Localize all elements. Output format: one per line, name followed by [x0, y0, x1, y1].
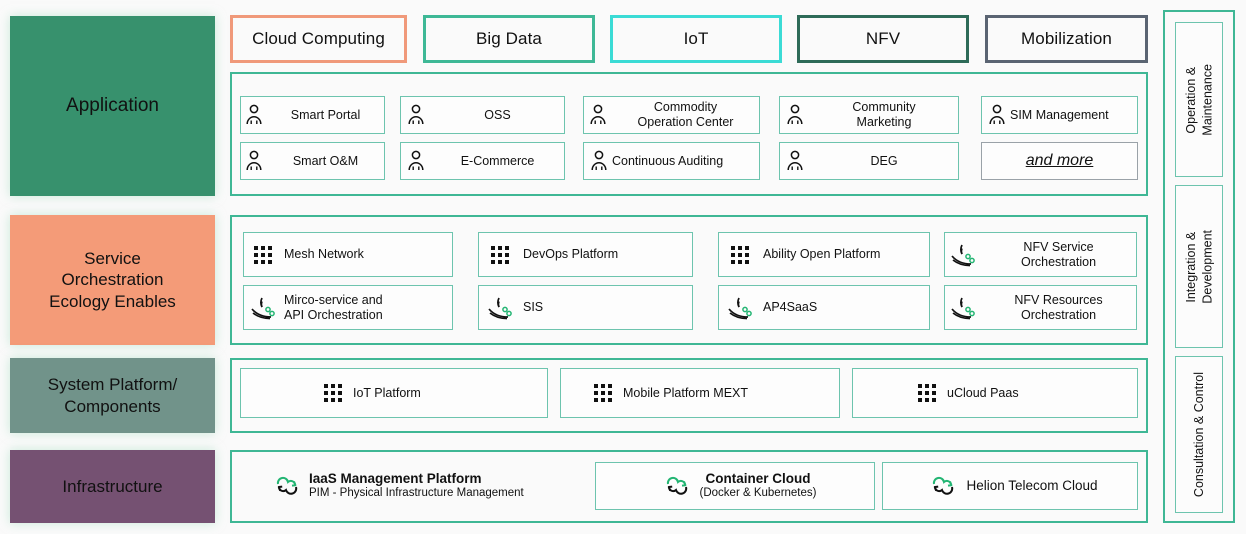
rail-item-integration-development[interactable]: Integration & Development	[1175, 185, 1223, 348]
grid-dots-icon	[244, 245, 282, 265]
app-item-deg-label: DEG	[870, 153, 898, 168]
person-icon	[780, 104, 810, 126]
pill-iot[interactable]: IoT	[610, 15, 782, 63]
pill-mobilization[interactable]: Mobilization	[985, 15, 1148, 63]
pill-big-data[interactable]: Big Data	[423, 15, 595, 63]
pill-mobilization-label: Mobilization	[1021, 29, 1112, 48]
app-item-community-marketing-label: Community Marketing	[852, 100, 916, 129]
pill-nfv[interactable]: NFV	[797, 15, 969, 63]
service-item-mesh-network-label: Mesh Network	[284, 247, 364, 262]
app-item-e-commerce[interactable]: E-Commerce	[400, 142, 565, 180]
service-item-ap4saas-label: AP4SaaS	[763, 300, 818, 315]
person-icon	[401, 150, 431, 172]
infra-item-helion-telecom-cloud[interactable]: Helion Telecom Cloud	[882, 462, 1138, 510]
service-item-micro-service-api-orchestration-label: Mirco-service and API Orchestration	[284, 292, 383, 322]
system-item-ucloud-paas-label: uCloud Paas	[947, 385, 1019, 400]
service-item-nfv-service-orchestration[interactable]: NFV Service Orchestration	[944, 232, 1137, 277]
service-item-ap4saas[interactable]: AP4SaaS	[718, 285, 930, 330]
infra-item-container-cloud-title: Container Cloud	[705, 471, 811, 487]
infra-item-iaas-management-platform[interactable]: IaaS Management Platform PIM - Physical …	[265, 462, 585, 510]
system-item-mobile-platform-mext-label: Mobile Platform MEXT	[623, 385, 749, 400]
system-item-iot-platform-label: IoT Platform	[353, 385, 421, 400]
layer-label-infrastructure[interactable]: Infrastructure	[10, 450, 215, 523]
infra-item-container-cloud[interactable]: Container Cloud (Docker & Kubernetes)	[595, 462, 875, 510]
person-icon	[401, 104, 431, 126]
service-item-nfv-resources-orchestration[interactable]: NFV Resources Orchestration	[944, 285, 1137, 330]
app-item-smart-om[interactable]: Smart O&M	[240, 142, 385, 180]
app-item-smart-om-label: Smart O&M	[292, 153, 359, 168]
pill-cloud-computing-label: Cloud Computing	[252, 29, 385, 48]
layer-label-system-text: System Platform/ Components	[47, 375, 178, 416]
layer-label-service-text: Service Orchestration Ecology Enables	[49, 249, 176, 311]
grid-dots-icon	[853, 383, 945, 403]
rail-item-operation-maintenance-label: Operation & Maintenance	[1183, 63, 1214, 136]
layer-label-service[interactable]: Service Orchestration Ecology Enables	[10, 215, 215, 345]
grid-dots-icon	[241, 383, 351, 403]
app-item-smart-portal-label: Smart Portal	[290, 107, 361, 122]
person-icon	[241, 150, 267, 172]
app-item-continuous-auditing[interactable]: Continuous Auditing	[583, 142, 760, 180]
service-item-nfv-service-orchestration-label: NFV Service Orchestration	[1020, 239, 1097, 269]
rail-item-consultation-control[interactable]: Consultation & Control	[1175, 356, 1223, 513]
person-icon	[584, 104, 612, 126]
cloud-refresh-icon	[265, 473, 309, 499]
service-item-ability-open-platform[interactable]: Ability Open Platform	[718, 232, 930, 277]
app-item-commodity-operation-center-label: Commodity Operation Center	[637, 100, 734, 129]
person-icon	[241, 104, 267, 126]
system-item-mobile-platform-mext[interactable]: Mobile Platform MEXT	[560, 368, 840, 418]
infra-item-iaas-text-block: IaaS Management Platform PIM - Physical …	[309, 471, 524, 500]
person-icon	[588, 150, 610, 172]
infra-item-iaas-title: IaaS Management Platform	[309, 471, 482, 487]
app-item-and-more-label: and more	[1025, 151, 1094, 169]
app-item-sim-management-label: SIM Management	[1010, 107, 1109, 122]
service-item-devops-platform[interactable]: DevOps Platform	[478, 232, 693, 277]
layer-label-application-text: Application	[66, 95, 159, 117]
layer-label-application[interactable]: Application	[10, 16, 215, 196]
pill-iot-label: IoT	[683, 29, 709, 48]
rail-item-consultation-control-label: Consultation & Control	[1191, 371, 1206, 498]
app-item-deg[interactable]: DEG	[779, 142, 959, 180]
swoosh-icon	[244, 296, 282, 320]
person-icon	[780, 150, 810, 172]
app-item-sim-management[interactable]: SIM Management	[981, 96, 1138, 134]
swoosh-icon	[945, 296, 981, 320]
swoosh-icon	[719, 296, 761, 320]
grid-dots-icon	[561, 383, 621, 403]
rail-item-integration-development-label: Integration & Development	[1183, 229, 1214, 304]
infra-item-iaas-subtitle: PIM - Physical Infrastructure Management	[309, 487, 524, 500]
cloud-refresh-icon	[654, 473, 700, 499]
rail-item-operation-maintenance[interactable]: Operation & Maintenance	[1175, 22, 1223, 177]
service-item-mesh-network[interactable]: Mesh Network	[243, 232, 453, 277]
layer-label-system[interactable]: System Platform/ Components	[10, 358, 215, 433]
app-item-commodity-operation-center[interactable]: Commodity Operation Center	[583, 96, 760, 134]
service-item-nfv-resources-orchestration-label: NFV Resources Orchestration	[1014, 292, 1103, 322]
infra-item-container-cloud-subtitle: (Docker & Kubernetes)	[699, 487, 817, 500]
grid-dots-icon	[719, 245, 761, 265]
app-item-and-more[interactable]: and more	[981, 142, 1138, 180]
pill-nfv-label: NFV	[865, 29, 901, 48]
service-item-sis[interactable]: SIS	[478, 285, 693, 330]
service-item-sis-label: SIS	[523, 300, 544, 315]
app-item-smart-portal[interactable]: Smart Portal	[240, 96, 385, 134]
infra-item-helion-telecom-cloud-title: Helion Telecom Cloud	[966, 478, 1098, 494]
app-item-e-commerce-label: E-Commerce	[460, 153, 535, 168]
app-item-oss[interactable]: OSS	[400, 96, 565, 134]
system-item-ucloud-paas[interactable]: uCloud Paas	[852, 368, 1138, 418]
layer-label-infrastructure-text: Infrastructure	[62, 476, 163, 496]
person-icon	[986, 104, 1008, 126]
app-item-community-marketing[interactable]: Community Marketing	[779, 96, 959, 134]
infra-item-container-cloud-text-block: Container Cloud (Docker & Kubernetes)	[700, 471, 817, 500]
service-item-ability-open-platform-label: Ability Open Platform	[763, 247, 881, 262]
swoosh-icon	[479, 296, 521, 320]
service-item-devops-platform-label: DevOps Platform	[523, 247, 619, 262]
pill-cloud-computing[interactable]: Cloud Computing	[230, 15, 407, 63]
app-item-oss-label: OSS	[484, 107, 511, 122]
app-item-continuous-auditing-label: Continuous Auditing	[612, 153, 724, 168]
pill-big-data-label: Big Data	[475, 29, 542, 48]
swoosh-icon	[945, 243, 981, 267]
service-item-micro-service-api-orchestration[interactable]: Mirco-service and API Orchestration	[243, 285, 453, 330]
grid-dots-icon	[479, 245, 521, 265]
system-item-iot-platform[interactable]: IoT Platform	[240, 368, 548, 418]
cloud-refresh-icon	[922, 473, 966, 499]
